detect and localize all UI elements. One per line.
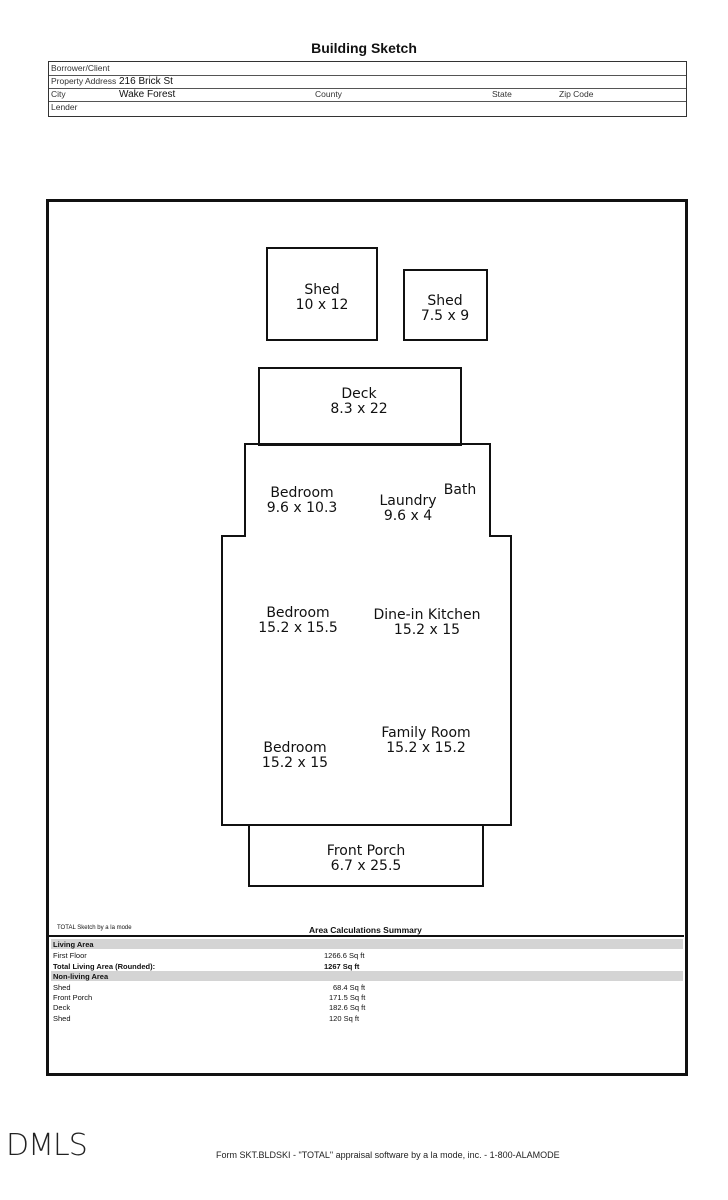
state-label: State xyxy=(492,89,512,99)
bath-name: Bath xyxy=(443,482,477,498)
kitchen-name: Dine-in Kitchen xyxy=(373,607,481,623)
nonliving-row-value: 182.6 Sq ft xyxy=(329,1003,366,1012)
nonliving-row-label: Deck xyxy=(53,1003,71,1012)
county-label: County xyxy=(315,89,342,99)
bedroom-3-name: Bedroom xyxy=(263,740,327,756)
bedroom-2-name: Bedroom xyxy=(266,605,330,621)
shed-2 xyxy=(403,269,488,341)
address-value: 216 Brick St xyxy=(119,76,173,87)
family-room-name: Family Room xyxy=(381,725,471,741)
page-title: Building Sketch xyxy=(311,40,417,56)
house-outline xyxy=(221,443,512,826)
shed-1-dims: 10 x 12 xyxy=(295,297,349,313)
nonliving-row-value: 120 Sq ft xyxy=(329,1014,360,1023)
house-walls xyxy=(221,443,512,826)
family-room-label: Family Room 15.2 x 15.2 xyxy=(381,726,470,756)
address-label: Property Address xyxy=(51,76,117,86)
deck-dims: 8.3 x 22 xyxy=(330,401,388,417)
summary-divider xyxy=(49,935,684,937)
bedroom-3-dims: 15.2 x 15 xyxy=(261,755,329,771)
property-info-box: Borrower/Client Property Address 216 Bri… xyxy=(48,61,687,117)
sketch-frame: Shed 10 x 12 Shed 7.5 x 9 Deck 8.3 x 22 … xyxy=(46,199,688,1076)
first-floor-value: 1266.6 Sq ft xyxy=(324,951,365,960)
dmls-logo: DMLS xyxy=(6,1128,88,1163)
nonliving-area-header: Non-living Area xyxy=(53,972,109,981)
bedroom-2-label: Bedroom 15.2 x 15.5 xyxy=(258,606,338,636)
bedroom-3-label: Bedroom 15.2 x 15 xyxy=(262,741,328,771)
laundry-label: Laundry 9.6 x 4 xyxy=(379,494,436,524)
total-living-value: 1267 Sq ft xyxy=(324,962,360,971)
city-value: Wake Forest xyxy=(119,89,176,100)
city-label: City xyxy=(51,89,66,99)
address-row: Property Address 216 Brick St xyxy=(49,75,686,89)
nonliving-row-label: Shed xyxy=(53,1014,71,1023)
shed-2-name: Shed xyxy=(427,293,463,309)
nonliving-row-label: Shed xyxy=(53,983,71,992)
kitchen-label: Dine-in Kitchen 15.2 x 15 xyxy=(373,608,480,638)
front-porch-dims: 6.7 x 25.5 xyxy=(330,858,402,874)
shed-1 xyxy=(266,247,378,341)
family-room-dims: 15.2 x 15.2 xyxy=(386,740,466,756)
borrower-row: Borrower/Client xyxy=(49,62,686,76)
total-living-label: Total Living Area (Rounded): xyxy=(53,962,156,971)
deck-label: Deck 8.3 x 22 xyxy=(330,387,387,417)
lender-row: Lender xyxy=(49,101,686,114)
shed-1-label: Shed 10 x 12 xyxy=(296,283,349,313)
nonliving-area-band xyxy=(51,971,683,981)
laundry-name: Laundry xyxy=(379,493,437,509)
software-note: TOTAL Sketch by a la mode xyxy=(57,925,132,931)
front-porch-label: Front Porch 6.7 x 25.5 xyxy=(327,844,405,874)
deck-name: Deck xyxy=(341,386,377,402)
laundry-dims: 9.6 x 4 xyxy=(383,508,433,524)
living-area-band xyxy=(51,939,683,949)
bedroom-1-dims: 9.6 x 10.3 xyxy=(266,500,338,516)
first-floor-label: First Floor xyxy=(53,951,87,960)
bedroom-1-label: Bedroom 9.6 x 10.3 xyxy=(267,486,338,516)
living-area-header: Living Area xyxy=(53,940,94,949)
bedroom-1-name: Bedroom xyxy=(270,485,334,501)
zip-label: Zip Code xyxy=(559,89,594,99)
front-porch-name: Front Porch xyxy=(326,843,406,859)
bath-label: Bath xyxy=(444,483,477,498)
nonliving-row-value: 171.5 Sq ft xyxy=(329,993,366,1002)
bedroom-2-dims: 15.2 x 15.5 xyxy=(258,620,338,636)
form-footer-text: Form SKT.BLDSKI - "TOTAL" appraisal soft… xyxy=(216,1150,560,1160)
front-porch xyxy=(248,824,484,887)
lender-label: Lender xyxy=(51,102,78,112)
city-row: City Wake Forest County State Zip Code xyxy=(49,88,686,102)
shed-1-name: Shed xyxy=(304,282,340,298)
summary-title: Area Calculations Summary xyxy=(309,925,422,935)
shed-2-label: Shed 7.5 x 9 xyxy=(421,294,469,324)
shed-2-dims: 7.5 x 9 xyxy=(420,308,470,324)
borrower-label: Borrower/Client xyxy=(51,63,110,73)
kitchen-dims: 15.2 x 15 xyxy=(393,622,461,638)
nonliving-row-label: Front Porch xyxy=(53,993,93,1002)
nonliving-row-value: 68.4 Sq ft xyxy=(333,983,366,992)
